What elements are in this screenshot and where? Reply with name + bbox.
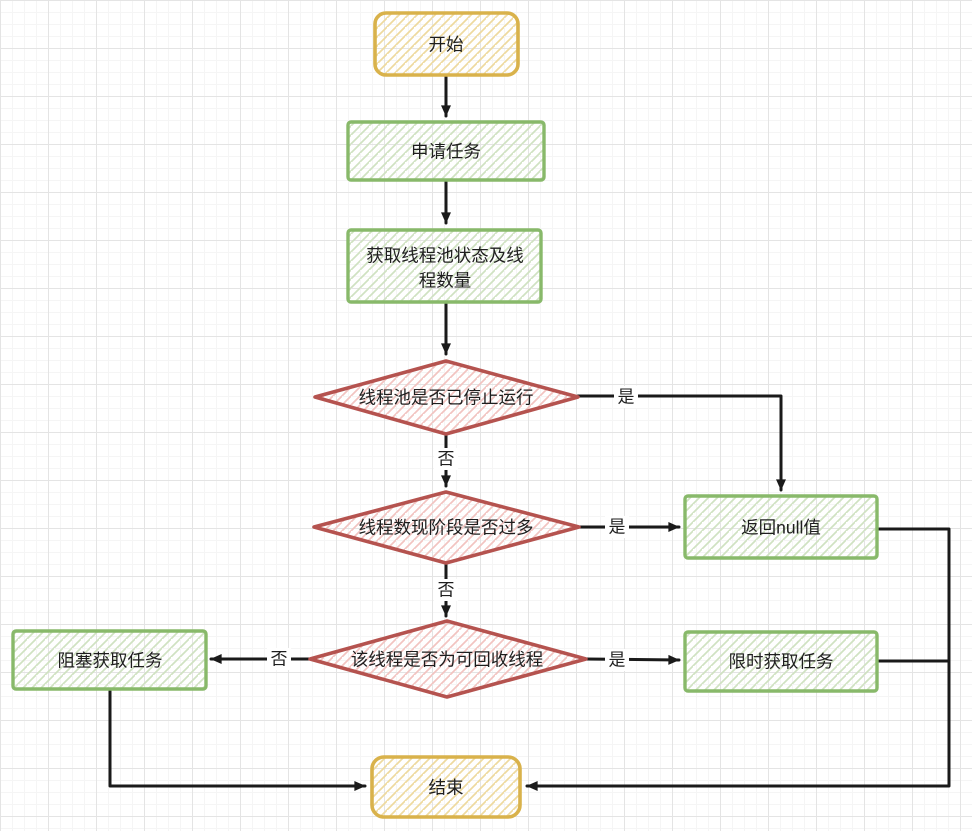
edge-pool-stopped-yes	[576, 394, 786, 492]
node-too-many-threads	[312, 490, 581, 565]
edge-too-many-no-label: 否	[438, 580, 455, 599]
edge-return-null-to-end	[525, 527, 951, 791]
node-pool-stopped	[313, 359, 580, 436]
node-block-get	[11, 629, 208, 691]
edge-label-bg	[434, 579, 458, 601]
node-get-status-label-line1: 获取线程池状态及线	[366, 246, 524, 266]
node-end	[370, 755, 522, 819]
edge-block-get-to-end	[108, 689, 367, 791]
node-get-status	[346, 228, 543, 304]
node-end-label: 结束	[429, 778, 464, 798]
nodes-layer: 开始 申请任务 获取线程池状态及线 程数量 线程池是否已停止运行 线程数现阶段是…	[11, 11, 879, 819]
edge-label-bg	[605, 516, 629, 538]
node-apply-task-label: 申请任务	[411, 142, 481, 162]
node-get-status-label-line2: 程数量	[419, 271, 472, 291]
node-start	[373, 11, 520, 77]
edge-recyclable-yes-label: 是	[609, 650, 626, 669]
node-apply-task	[346, 120, 546, 182]
edge-label-bg	[605, 649, 629, 671]
edge-too-many-yes-label: 是	[609, 517, 626, 536]
edge-labels-layer: 是 否 是 否 否 是	[267, 386, 638, 671]
node-recyclable-thread	[308, 619, 588, 699]
node-return-null-label: 返回null值	[741, 518, 821, 538]
edge-recyclable-yes	[584, 654, 681, 665]
edge-label-bg	[614, 386, 638, 408]
edge-label-bg	[434, 448, 458, 470]
node-pool-stopped-label: 线程池是否已停止运行	[359, 388, 534, 408]
node-recyclable-thread-label: 该线程是否为可回收线程	[351, 650, 544, 670]
node-too-many-threads-label: 线程数现阶段是否过多	[359, 518, 534, 538]
edge-recyclable-no-label: 否	[271, 649, 288, 668]
node-start-label: 开始	[429, 35, 464, 55]
node-block-get-label: 阻塞获取任务	[58, 651, 163, 671]
edge-pool-stopped-yes-label: 是	[618, 387, 635, 406]
edge-label-bg	[267, 648, 291, 670]
node-return-null	[683, 494, 879, 560]
node-timed-get-label: 限时获取任务	[729, 652, 834, 672]
node-timed-get	[683, 630, 879, 693]
edge-pool-stopped-no-label: 否	[438, 449, 455, 468]
